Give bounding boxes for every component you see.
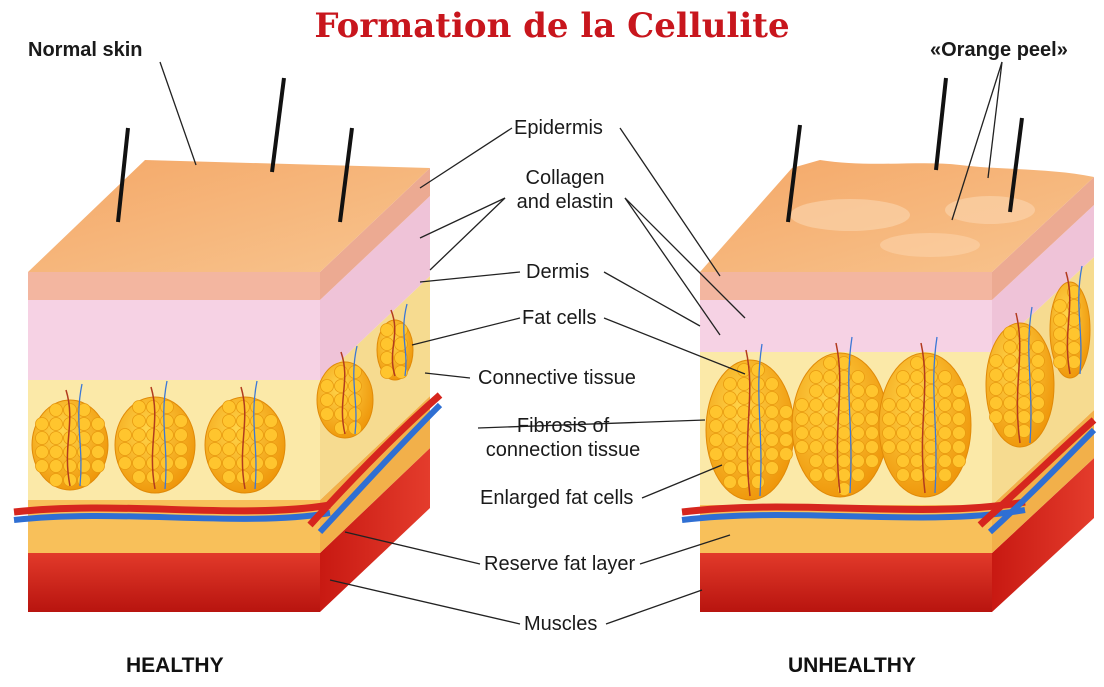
healthy-epidermis (28, 272, 320, 300)
label-fibrosis-line2: connection tissue (474, 438, 652, 462)
label-orange-peel: «Orange peel» (930, 38, 1068, 62)
unhealthy-muscle-front (700, 553, 992, 612)
label-muscles: Muscles (524, 612, 597, 636)
label-dermis: Dermis (526, 260, 589, 284)
label-collagen-line2: and elastin (506, 190, 624, 214)
label-epidermis: Epidermis (514, 116, 603, 140)
healthy-muscle-front (28, 553, 320, 612)
healthy-dermis (28, 300, 320, 380)
label-enlarged-fat-cells: Enlarged fat cells (480, 486, 633, 510)
label-collagen-elastin: Collagen and elastin (506, 166, 624, 214)
unhealthy-epidermis (700, 272, 992, 300)
healthy-skin-block (14, 78, 440, 612)
unhealthy-skin-block (682, 78, 1094, 612)
label-connective-tissue: Connective tissue (478, 366, 636, 390)
caption-healthy: HEALTHY (126, 654, 224, 678)
label-reserve-fat-layer: Reserve fat layer (484, 552, 635, 576)
label-normal-skin: Normal skin (28, 38, 142, 62)
label-fat-cells: Fat cells (522, 306, 596, 330)
unhealthy-dermis (700, 300, 992, 352)
label-collagen-line1: Collagen (506, 166, 624, 190)
label-fibrosis-line1: Fibrosis of (474, 414, 652, 438)
label-fibrosis: Fibrosis of connection tissue (474, 414, 652, 462)
caption-unhealthy: UNHEALTHY (788, 654, 916, 678)
